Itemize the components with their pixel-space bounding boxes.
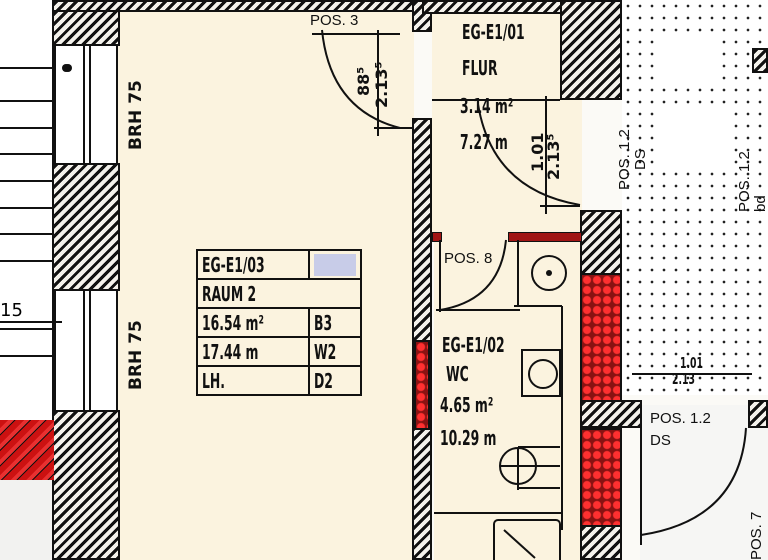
stair-line [0, 153, 56, 155]
flur-name: FLUR [462, 56, 498, 80]
wc-red-beam [508, 232, 582, 242]
room-name: RAUM 2 [202, 281, 257, 306]
wc-name: WC [446, 362, 469, 386]
door-label-pos8: POS. 8 [444, 250, 493, 267]
room-code-d: D2 [314, 368, 333, 393]
wall-far-right-mid [748, 400, 768, 428]
exterior-blank-2 [660, 105, 730, 165]
stair-line [0, 127, 56, 129]
door-label-pos3: POS. 3 [310, 12, 359, 29]
window-frame [83, 291, 85, 410]
room-code-w: W2 [314, 339, 337, 364]
room-code-b: B3 [314, 310, 333, 335]
fire-wall-segment [414, 340, 430, 430]
wall-middle-partition [412, 118, 432, 560]
stair-line [0, 355, 56, 357]
wall-right-bottom [580, 525, 622, 560]
room-color-marker [314, 253, 356, 276]
wall-flur-right-top [560, 0, 622, 100]
window-frame [89, 291, 91, 410]
stair-line [0, 260, 56, 262]
stair-line [0, 100, 56, 102]
exterior-blank-1 [660, 40, 720, 80]
stair-line [0, 207, 56, 209]
window-frame [89, 46, 91, 163]
door-label-pos12: POS. 1.2 [650, 410, 711, 427]
wall-left-mid [52, 163, 120, 291]
stair-line [0, 328, 56, 330]
flur-perimeter: 7.27 m [460, 130, 508, 154]
room-area: 16.54 m² [202, 310, 264, 335]
window-frame [83, 46, 85, 163]
fire-wall-right [580, 273, 622, 403]
wc-area: 4.65 m² [440, 393, 494, 417]
room-perimeter: 17.44 m [202, 339, 259, 364]
room-id: EG-E1/03 [202, 252, 265, 277]
stair-line [0, 233, 56, 235]
wc-id: EG-E1/02 [442, 333, 505, 357]
fire-wall-left [0, 420, 54, 480]
window-bottom [54, 291, 118, 410]
flur-id: EG-E1/01 [462, 20, 525, 44]
stair-line [0, 180, 56, 182]
stair-line [0, 67, 56, 69]
wc-red-post [432, 232, 442, 242]
wall-left-bottom [52, 410, 120, 560]
wall-far-right-top [752, 48, 768, 73]
stair-area [0, 0, 56, 420]
room-wc [434, 238, 580, 560]
wc-perimeter: 10.29 m [440, 426, 497, 450]
stair-dim-label: 15 [0, 300, 23, 321]
room-flur [432, 14, 582, 238]
fire-wall-right-lower [580, 428, 622, 528]
room-height: LH. [202, 368, 225, 393]
wall-flur-right-bottom [580, 210, 622, 275]
room-info-table: EG-E1/03 RAUM 2 16.54 m² B3 17.44 m W2 L… [196, 249, 362, 396]
wall-right-lower [580, 400, 642, 428]
opening-width-dim: 1.01 [680, 354, 703, 372]
opening-height-dim: 2.13 [672, 370, 695, 388]
door-label-ds: DS [650, 432, 671, 449]
